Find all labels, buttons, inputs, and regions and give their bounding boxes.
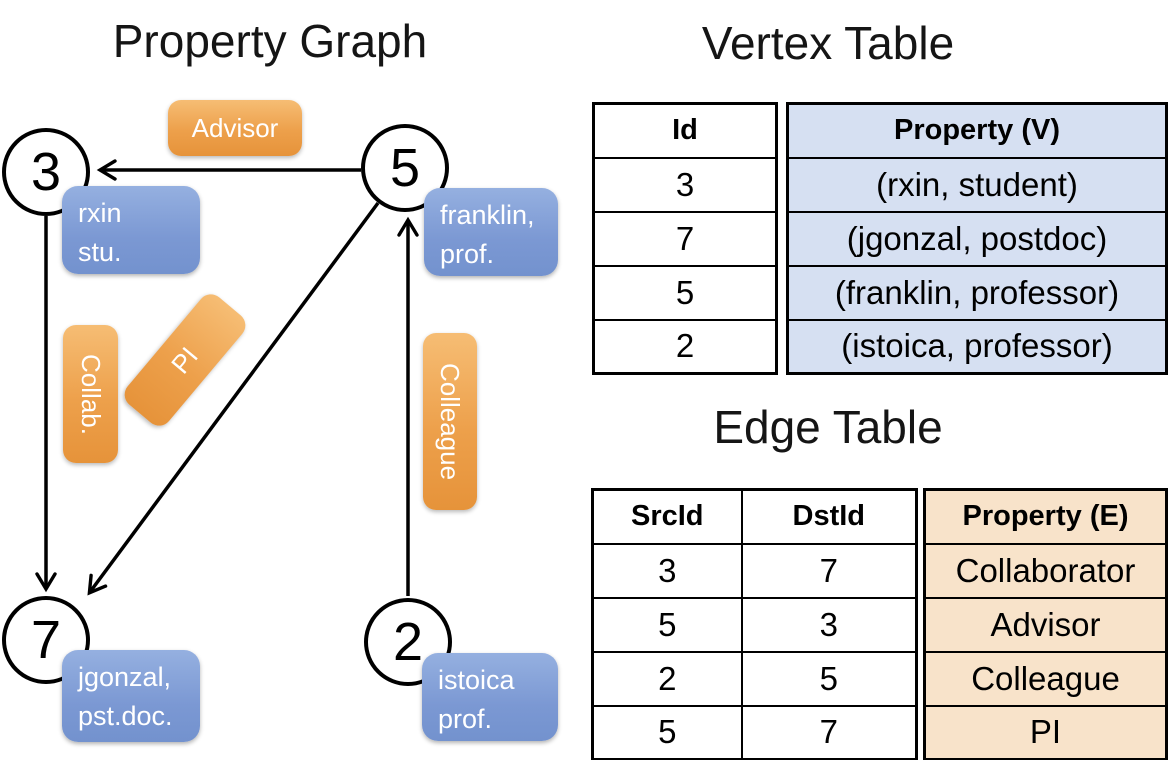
edge-property-cell: Collaborator xyxy=(923,542,1168,599)
graph-edges-layer xyxy=(35,159,419,596)
edge-table-title: Edge Table xyxy=(713,401,943,453)
edge-table-header-dstid: DstId xyxy=(740,488,918,545)
vertex-property-cell: (franklin, professor) xyxy=(786,264,1168,321)
edge-table-header-property: Property (E) xyxy=(923,488,1168,545)
vertex-id-cell: 3 xyxy=(592,156,778,213)
vertex-id-cell: 2 xyxy=(592,318,778,375)
vertex-property-callout-jgonzal: jgonzal, pst.doc. xyxy=(62,650,200,742)
edge-property-cell: Advisor xyxy=(923,596,1168,653)
edge-srcid-cell: 3 xyxy=(591,542,743,599)
edge-dstid-cell: 3 xyxy=(740,596,918,653)
vertex-id-cell: 5 xyxy=(592,264,778,321)
vertex-id-cell: 7 xyxy=(592,210,778,267)
edge-property-cell: PI xyxy=(923,704,1168,760)
vertex-property-cell: (rxin, student) xyxy=(786,156,1168,213)
callout-line: stu. xyxy=(78,237,122,268)
vertex-node-5-id: 5 xyxy=(389,138,421,198)
edge-table-id-columns: SrcId DstId 3 7 5 3 2 5 5 7 xyxy=(591,488,918,760)
vertex-node-2-id: 2 xyxy=(392,612,424,672)
edge-label-collab: Collab. xyxy=(63,325,118,463)
edge-property-cell: Colleague xyxy=(923,650,1168,707)
callout-line: istoica xyxy=(438,665,515,695)
vertex-property-callout-franklin: franklin, prof. xyxy=(424,188,558,276)
edge-label-text: PI xyxy=(165,340,205,379)
vertex-table-header-property: Property (V) xyxy=(786,102,1168,159)
edge-dstid-cell: 7 xyxy=(740,542,918,599)
edge-table-property-column: Property (E) Collaborator Advisor Collea… xyxy=(923,488,1168,760)
edge-label-text: Advisor xyxy=(191,112,279,143)
edge-label-text: Collab. xyxy=(76,353,106,435)
edge-label-advisor: Advisor xyxy=(168,100,302,156)
callout-line: prof. xyxy=(438,704,493,735)
vertex-property-callout-istoica: istoica prof. xyxy=(422,653,558,741)
vertex-table-header-id: Id xyxy=(592,102,778,159)
edge-dstid-cell: 7 xyxy=(740,704,918,760)
vertex-node-7-id: 7 xyxy=(30,610,62,670)
callout-line: prof. xyxy=(440,239,495,270)
edge-srcid-cell: 5 xyxy=(591,596,743,653)
edge-label-text: Colleague xyxy=(435,362,466,481)
vertex-node-2: 2 xyxy=(364,598,452,686)
vertex-table-property-column: Property (V) (rxin, student) (jgonzal, p… xyxy=(786,102,1168,375)
callout-line: pst.doc. xyxy=(78,701,173,732)
edge-arrow-5-to-7 xyxy=(87,201,380,596)
callout-line: rxin xyxy=(78,198,122,228)
vertex-table-title: Vertex Table xyxy=(701,17,955,69)
edge-srcid-cell: 2 xyxy=(591,650,743,707)
vertex-property-cell: (istoica, professor) xyxy=(786,318,1168,375)
callout-line: jgonzal, xyxy=(78,662,172,692)
vertex-property-callout-rxin: rxin stu. xyxy=(62,186,200,274)
property-graph-title: Property Graph xyxy=(112,15,428,67)
edge-srcid-cell: 5 xyxy=(591,704,743,760)
vertex-node-3-id: 3 xyxy=(30,142,62,202)
vertex-node-5: 5 xyxy=(361,124,449,212)
callout-line: franklin, xyxy=(440,200,535,230)
edge-dstid-cell: 5 xyxy=(740,650,918,707)
vertex-table-id-column: Id 3 7 5 2 xyxy=(592,102,778,375)
edge-label-colleague: Colleague xyxy=(423,333,477,510)
vertex-property-cell: (jgonzal, postdoc) xyxy=(786,210,1168,267)
edge-table-header-srcid: SrcId xyxy=(591,488,743,545)
